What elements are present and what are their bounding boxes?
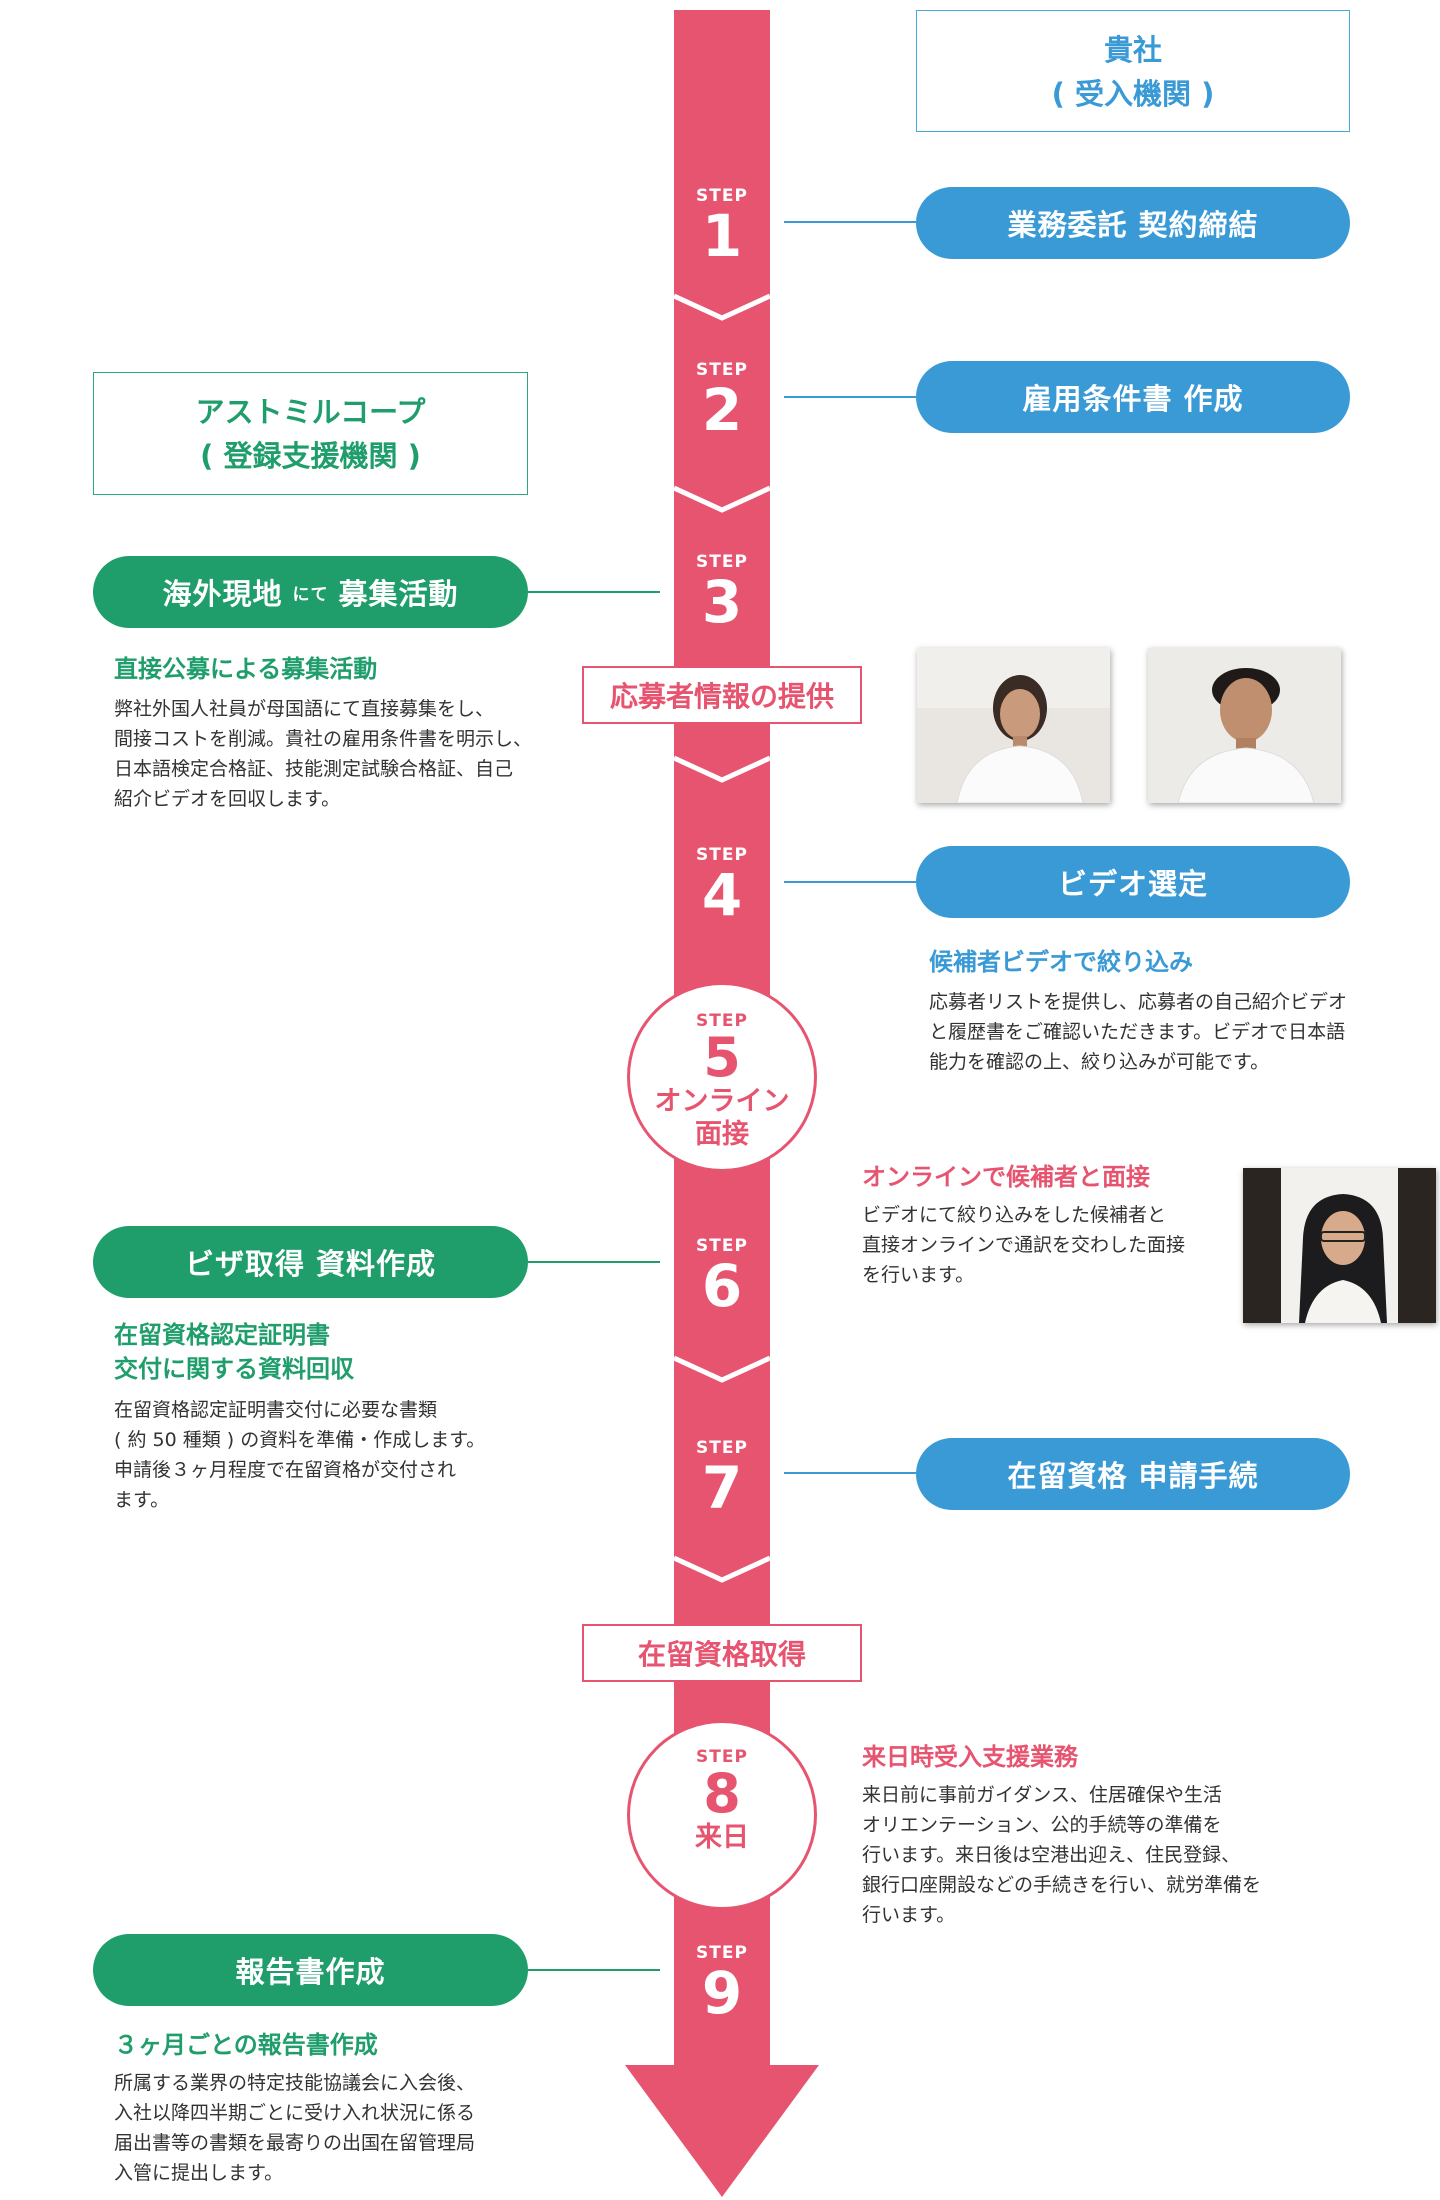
step-6-label: STEP 6: [682, 1236, 762, 1316]
step-9-pill: 報告書作成: [93, 1934, 528, 2006]
step-1-label: STEP 1: [682, 186, 762, 266]
step-7-label: STEP 7: [682, 1438, 762, 1518]
step-2-pill: 雇用条件書 作成: [916, 361, 1350, 433]
timeline-arrow-head: [625, 2065, 819, 2197]
step-1-action: 業務委託 契約締結: [1007, 208, 1259, 242]
step-3-label: STEP 3: [682, 552, 762, 632]
male-applicant-video: [1148, 648, 1341, 803]
step-9-action: 報告書作成: [235, 1955, 386, 1989]
step-number: 7: [701, 1454, 743, 1522]
company-subtitle: ( 受入機関 ): [1051, 77, 1215, 111]
step-2-label: STEP 2: [682, 360, 762, 440]
step-6-desc-body: 在留資格認定証明書交付に必要な書類 ( 約 50 種類 ) の資料を準備・作成し…: [114, 1399, 486, 1511]
divider-chevron: [672, 485, 772, 513]
person-photo-icon: [1243, 1168, 1436, 1323]
applicant-info-tag: 応募者情報の提供: [582, 666, 862, 724]
step-6-pill: ビザ取得 資料作成: [93, 1226, 528, 1298]
step-number: 8: [703, 1762, 741, 1825]
step-4-label: STEP 4: [682, 845, 762, 925]
step-7-pill: 在留資格 申請手続: [916, 1438, 1350, 1510]
step-4-action: ビデオ選定: [1057, 867, 1208, 901]
step-9-label: STEP 9: [682, 1943, 762, 2023]
step-2-action: 雇用条件書 作成: [1022, 382, 1244, 416]
step-8-circle: STEP 8 来日: [627, 1720, 817, 1910]
step-9-desc-title: ３ヶ月ごとの報告書作成: [114, 2031, 378, 2059]
step-word: STEP: [696, 1747, 748, 1767]
divider-chevron: [672, 1555, 772, 1583]
step-number: 4: [701, 861, 743, 929]
step-word: STEP: [696, 552, 748, 572]
company-title: 貴社: [1103, 33, 1162, 67]
step-3-desc-body: 弊社外国人社員が母国語にて直接募集をし、 間接コストを削減。貴社の雇用条件書を明…: [114, 698, 533, 810]
step-5-label-interview: 面接: [695, 1119, 749, 1150]
agency-title: アストミルコープ: [195, 395, 426, 429]
divider-chevron: [672, 755, 772, 783]
step-number: 3: [701, 568, 743, 636]
step-6-desc-title-a: 在留資格認定証明書: [114, 1321, 330, 1349]
divider-chevron: [672, 1355, 772, 1383]
step-dividers: [672, 293, 772, 1583]
step-5-desc-title: オンラインで候補者と面接: [862, 1163, 1150, 1191]
step-word: STEP: [696, 1236, 748, 1256]
step-word: STEP: [696, 1011, 748, 1031]
step-3-pill: 海外現地 にて 募集活動: [93, 556, 528, 628]
step-number: 9: [701, 1959, 743, 2027]
step-5-circle: STEP 5 オンライン 面接: [627, 982, 817, 1172]
company-header: 貴社 ( 受入機関 ): [916, 10, 1350, 132]
step-number: 1: [701, 202, 743, 270]
step-number: 2: [701, 376, 743, 444]
step-4-pill: ビデオ選定: [916, 846, 1350, 918]
person-photo-icon: [917, 648, 1110, 803]
status-acquired-tag: 在留資格取得: [582, 1624, 862, 1682]
step-8-desc-title: 来日時受入支援業務: [862, 1743, 1078, 1771]
step-word: STEP: [696, 1438, 748, 1458]
person-photo-icon: [1148, 648, 1341, 803]
step-3-action-small: にて: [292, 584, 329, 605]
step-word: STEP: [696, 186, 748, 206]
step-8-label: 来日: [695, 1822, 749, 1853]
online-interview-video: [1243, 1168, 1436, 1323]
step-6-action: ビザ取得 資料作成: [184, 1247, 437, 1281]
step-1-pill: 業務委託 契約締結: [916, 187, 1350, 259]
agency-subtitle: ( 登録支援機関 ): [200, 439, 421, 473]
step-7-action: 在留資格 申請手続: [1007, 1459, 1259, 1493]
connectors: [528, 221, 916, 1971]
step-word: STEP: [696, 845, 748, 865]
step-9-desc-body: 所属する業界の特定技能協議会に入会後、 入社以降四半期ごとに受け入れ状況に係る …: [114, 2072, 476, 2184]
step-3-desc-title: 直接公募による募集活動: [114, 655, 378, 683]
step-3-action-a: 海外現地: [162, 577, 283, 611]
agency-header: アストミルコープ ( 登録支援機関 ): [93, 372, 528, 495]
step-4-desc-title: 候補者ビデオで絞り込み: [929, 948, 1193, 976]
step-number: 5: [703, 1026, 741, 1089]
step-word: STEP: [696, 360, 748, 380]
step-5-label-online: オンライン: [654, 1086, 790, 1117]
status-acquired-label: 在留資格取得: [637, 1638, 806, 1671]
step-6-desc-title-b: 交付に関する資料回収: [114, 1355, 354, 1383]
female-applicant-video: [917, 648, 1110, 803]
step-number: 6: [701, 1252, 743, 1320]
step-8-desc-body: 来日前に事前ガイダンス、住居確保や生活 オリエンテーション、公的手続等の準備を …: [862, 1784, 1262, 1926]
step-4-desc-body: 応募者リストを提供し、応募者の自己紹介ビデオ と履歴書をご確認いただきます。ビデ…: [929, 991, 1348, 1073]
step-3-action-b: 募集活動: [338, 577, 459, 611]
applicant-info-label: 応募者情報の提供: [609, 680, 834, 713]
step-word: STEP: [696, 1943, 748, 1963]
divider-chevron: [672, 293, 772, 321]
step-5-desc-body: ビデオにて絞り込みをした候補者と 直接オンラインで通訳を交わした面接 を行います…: [862, 1204, 1186, 1286]
